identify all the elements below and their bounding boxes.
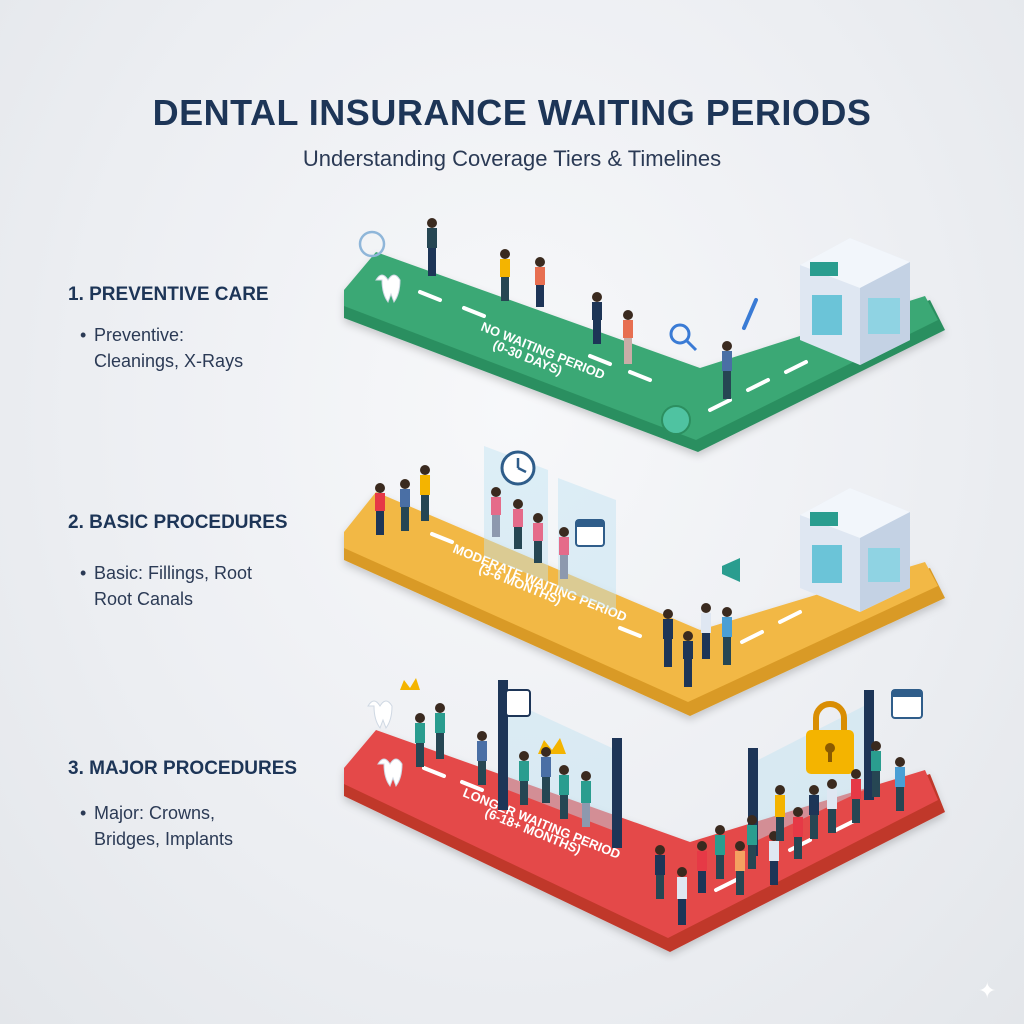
shield-icon bbox=[358, 230, 386, 258]
tier-1-desc-line1: Preventive: bbox=[94, 325, 185, 345]
tier-1-desc-line2: Cleanings, X-Rays bbox=[94, 351, 244, 371]
bullet-icon: • bbox=[80, 325, 87, 345]
sparkle-icon: ✦ bbox=[978, 978, 997, 1003]
tier-1-people bbox=[427, 218, 732, 399]
tooth-icon bbox=[375, 274, 401, 304]
crown-icon bbox=[400, 678, 420, 690]
magnifier-icon bbox=[669, 323, 698, 352]
bullet-icon: • bbox=[80, 803, 87, 823]
tier-2-description: • Basic: Fillings, Root Root Canals bbox=[80, 560, 252, 612]
tooth-medallion-icon bbox=[661, 405, 691, 435]
tier-3-desc-line2: Bridges, Implants bbox=[94, 829, 234, 849]
tier-2-path bbox=[344, 492, 945, 716]
tier-1-heading: 1. PREVENTIVE CARE bbox=[68, 284, 269, 305]
clinic-building-icon bbox=[800, 238, 910, 365]
wrench-icon bbox=[742, 298, 758, 330]
calendar-icon bbox=[575, 519, 605, 547]
bullet-icon: • bbox=[80, 563, 87, 583]
tier-3-heading: 3. MAJOR PROCEDURES bbox=[68, 758, 298, 779]
tier-2-road-dashes bbox=[430, 532, 802, 644]
tier-2-desc-line1: Basic: Fillings, Root bbox=[94, 563, 253, 583]
tier-3-people bbox=[415, 703, 905, 925]
calendar-icon bbox=[891, 689, 923, 719]
tier-2-desc-line2: Root Canals bbox=[94, 589, 194, 609]
padlock-icon bbox=[806, 701, 854, 774]
tier-1-path bbox=[344, 252, 945, 452]
page-subtitle: Understanding Coverage Tiers & Timelines bbox=[302, 146, 722, 171]
tier-3-desc-line1: Major: Crowns, bbox=[94, 803, 216, 823]
tier-1-description: • Preventive: Cleanings, X-Rays bbox=[80, 322, 243, 374]
tooth-icon bbox=[377, 758, 403, 788]
tier-1-road-dashes bbox=[418, 290, 808, 412]
tooth-icon bbox=[367, 700, 393, 730]
tier-2-heading: 2. BASIC PROCEDURES bbox=[68, 512, 288, 533]
clock-icon bbox=[500, 450, 536, 486]
page-title: DENTAL INSURANCE WAITING PERIODS bbox=[152, 92, 872, 133]
tier-2-people bbox=[375, 465, 732, 687]
tier-3-path bbox=[344, 730, 945, 952]
clinic-building-icon bbox=[800, 488, 910, 612]
megaphone-icon bbox=[722, 558, 740, 582]
tier-3-description: • Major: Crowns, Bridges, Implants bbox=[80, 800, 233, 852]
